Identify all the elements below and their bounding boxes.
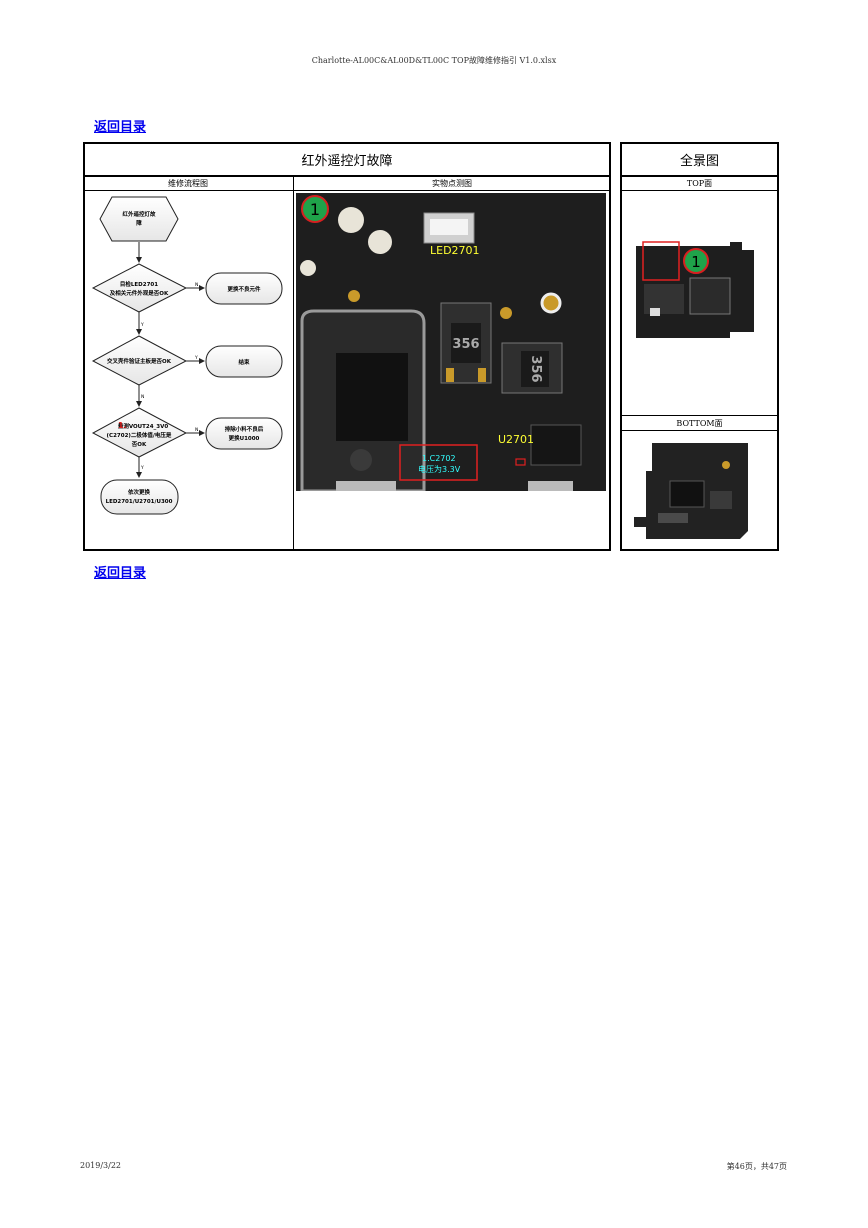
chip-marking: 356 xyxy=(528,355,543,382)
label-n: N xyxy=(141,394,144,400)
divider xyxy=(620,415,779,416)
sensor-window xyxy=(521,351,549,387)
d1-text-1: 目检LED2701 xyxy=(120,280,158,288)
r3-text-2: 更换U1000 xyxy=(229,434,260,442)
end-replace-node xyxy=(100,479,179,515)
divider xyxy=(83,190,611,191)
r2-text: 结束 xyxy=(238,358,250,366)
label-n: N xyxy=(195,282,198,288)
led2701-label: LED2701 xyxy=(430,244,480,257)
footer-page-number: 第46页，共47页 xyxy=(726,1162,787,1171)
start-text-2: 障 xyxy=(136,219,142,227)
inductor xyxy=(350,449,372,471)
d1-text-2: 及相关元件外观是否OK xyxy=(110,289,169,297)
divider xyxy=(293,175,294,551)
bottom-view-board xyxy=(634,443,748,539)
gold-pad xyxy=(540,292,562,314)
bottom-view-header: BOTTOM面 xyxy=(676,418,723,428)
result-replace-part xyxy=(205,272,283,305)
mounting-hole xyxy=(368,230,392,254)
top-view-header: TOP面 xyxy=(686,178,713,188)
point-marker-number: 1 xyxy=(310,200,320,219)
result-replace-u1000 xyxy=(205,417,283,450)
top-point-marker-number: 1 xyxy=(691,253,701,271)
test-point-box xyxy=(515,458,526,466)
d3-text-1: 量测VOUT24_3V0 xyxy=(118,422,169,430)
bottom-board-pad xyxy=(722,461,730,469)
mounting-hole xyxy=(338,207,364,233)
u2701-label: U2701 xyxy=(498,433,534,446)
ic-chip xyxy=(336,353,408,441)
end-text-1: 依次更换 xyxy=(128,488,151,496)
footer-date: 2019/3/22 xyxy=(80,1161,122,1170)
result-end xyxy=(205,345,283,378)
d3-text-2: (C2702)二极体值/电压是 xyxy=(107,431,172,439)
label-y: Y xyxy=(140,465,144,471)
gold-pad xyxy=(478,368,486,382)
label-n: N xyxy=(195,427,198,433)
top-view-board: 1 xyxy=(636,241,754,338)
document-header: Charlotte-AL00C&AL00D&TL00C TOP故障维修指引 V1… xyxy=(311,56,557,65)
d3-text-3: 否OK xyxy=(132,440,147,448)
bottom-board-chip xyxy=(669,480,705,508)
c2702-label: 1.C2702 xyxy=(422,454,456,463)
label-y: Y xyxy=(194,355,198,361)
flowchart-header: 维修流程图 xyxy=(168,178,208,188)
fault-title: 红外遥控灯故障 xyxy=(301,153,393,169)
connector xyxy=(528,481,573,491)
divider xyxy=(620,175,779,177)
divider xyxy=(620,190,779,191)
end-text-2: LED2701/U2701/U300 xyxy=(106,499,173,505)
gold-pad xyxy=(446,368,454,382)
label-y: Y xyxy=(140,322,144,328)
mounting-hole xyxy=(300,260,316,276)
top-board-label xyxy=(650,308,660,316)
top-board-shield xyxy=(689,277,731,315)
gold-pad xyxy=(500,307,512,319)
d2-text: 交叉壳件验证主板是否OK xyxy=(107,357,172,365)
sensor-window xyxy=(451,323,481,363)
decision-cross-verify xyxy=(91,335,188,386)
pcb-measurement-photo: 356 356 LED2701 U2701 1.C2702 电压为3.3V 1 xyxy=(296,193,606,491)
connector xyxy=(336,481,396,491)
point-marker xyxy=(301,195,329,223)
c2702-highlight-box xyxy=(399,444,478,481)
divider xyxy=(609,142,611,551)
bottom-board-component xyxy=(658,513,688,523)
panorama-title: 全景图 xyxy=(679,153,719,169)
start-text-1: 红外遥控灯故 xyxy=(122,210,156,218)
r1-text: 更换不良元件 xyxy=(227,285,261,293)
gold-pad xyxy=(348,290,360,302)
repair-flowchart: 红外遥控灯故 障 目检LED2701 及相关元件外观是否OK 更换不良元件 交叉… xyxy=(91,196,283,515)
photo-header: 实物点测图 xyxy=(432,178,472,188)
chip-marking: 356 xyxy=(452,337,479,352)
u2701-chip xyxy=(530,424,582,466)
bottom-board-component xyxy=(710,491,732,509)
d3-step-number: 1. xyxy=(118,421,127,430)
divider xyxy=(620,430,779,431)
start-node xyxy=(99,196,179,242)
back-to-contents-link[interactable]: 返回目录 xyxy=(94,120,147,135)
top-highlight-box xyxy=(642,241,680,281)
decision-visual-check xyxy=(91,263,188,313)
back-to-contents-link[interactable]: 返回目录 xyxy=(94,566,147,581)
r3-text-1: 排除小料不良后 xyxy=(225,425,264,433)
voltage-label: 电压为3.3V xyxy=(418,464,461,474)
decision-measure xyxy=(91,407,188,458)
led-lens xyxy=(430,219,468,235)
divider xyxy=(83,175,611,177)
top-point-marker xyxy=(683,248,709,274)
